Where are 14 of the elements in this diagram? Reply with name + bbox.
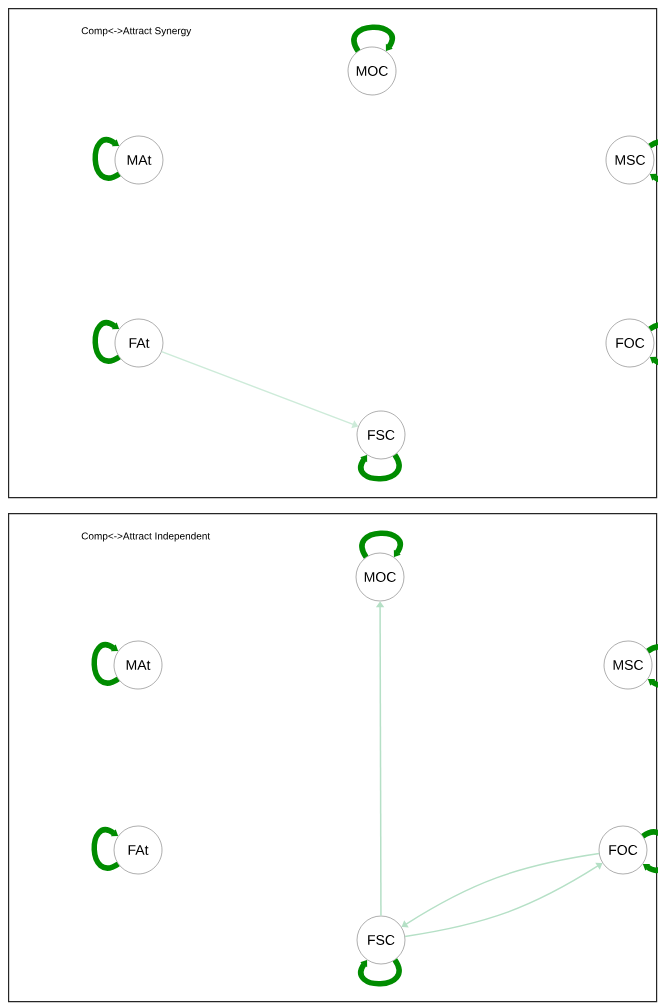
loop-arrow <box>351 24 395 53</box>
loop-arrow <box>359 530 403 559</box>
loop-arrow <box>648 322 658 366</box>
loop-arrow <box>92 320 121 364</box>
loop-arrow <box>358 453 402 482</box>
arrow <box>401 852 600 928</box>
loop-arrow <box>648 139 658 183</box>
loop-arrow <box>358 958 402 987</box>
loop-arrow <box>91 827 120 871</box>
loop-arrow <box>91 642 120 686</box>
loop-arrow <box>92 137 121 181</box>
loop-arrow <box>641 829 658 873</box>
loop-arrow <box>646 644 658 688</box>
arrow <box>404 862 603 938</box>
